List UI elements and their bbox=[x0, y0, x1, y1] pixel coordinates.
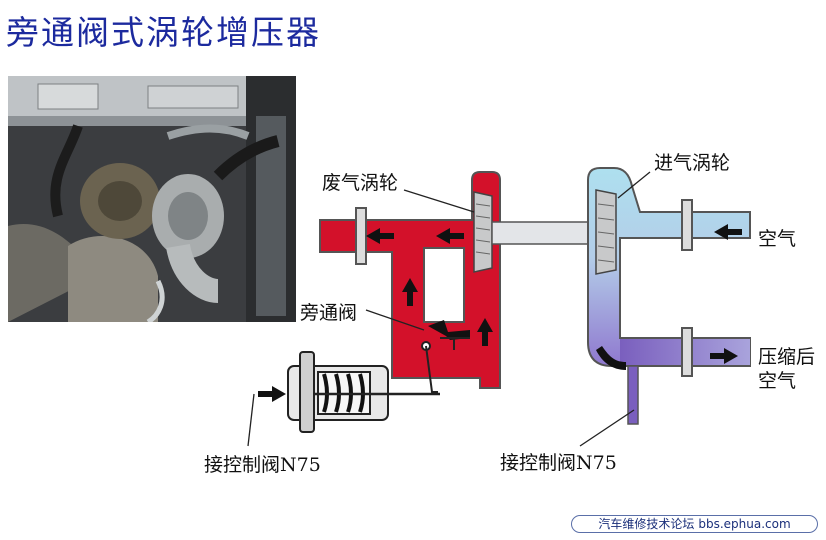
exhaust-flow-arrows bbox=[366, 228, 493, 346]
label-compressed-air-1: 压缩后 bbox=[758, 346, 816, 368]
leader-lines bbox=[247, 171, 651, 447]
forum-name: 汽车维修技术论坛 bbox=[598, 517, 695, 531]
label-exhaust-turbine: 废气涡轮 bbox=[322, 172, 399, 194]
label-control-valve-left: 接控制阀N75 bbox=[204, 454, 321, 476]
label-compressed-air-2: 空气 bbox=[758, 370, 797, 392]
turbo-shaft bbox=[491, 221, 593, 245]
label-air-in: 空气 bbox=[758, 228, 797, 250]
intake-flow-arrows bbox=[596, 224, 742, 370]
exhaust-turbine-wheel bbox=[473, 191, 493, 273]
label-control-valve-right: 接控制阀N75 bbox=[500, 452, 617, 474]
bypass-valve-linkage bbox=[421, 337, 470, 393]
forum-url: bbs.ephua.com bbox=[698, 517, 791, 531]
engine-turbo-photo bbox=[8, 76, 296, 322]
label-intake-turbine: 进气涡轮 bbox=[654, 152, 731, 174]
n75-pipe bbox=[627, 365, 639, 425]
page-title: 旁通阀式涡轮增压器 bbox=[6, 13, 321, 52]
actuator-left bbox=[258, 351, 440, 433]
label-bypass-valve: 旁通阀 bbox=[300, 302, 358, 324]
intake-turbine-wheel bbox=[595, 189, 617, 275]
